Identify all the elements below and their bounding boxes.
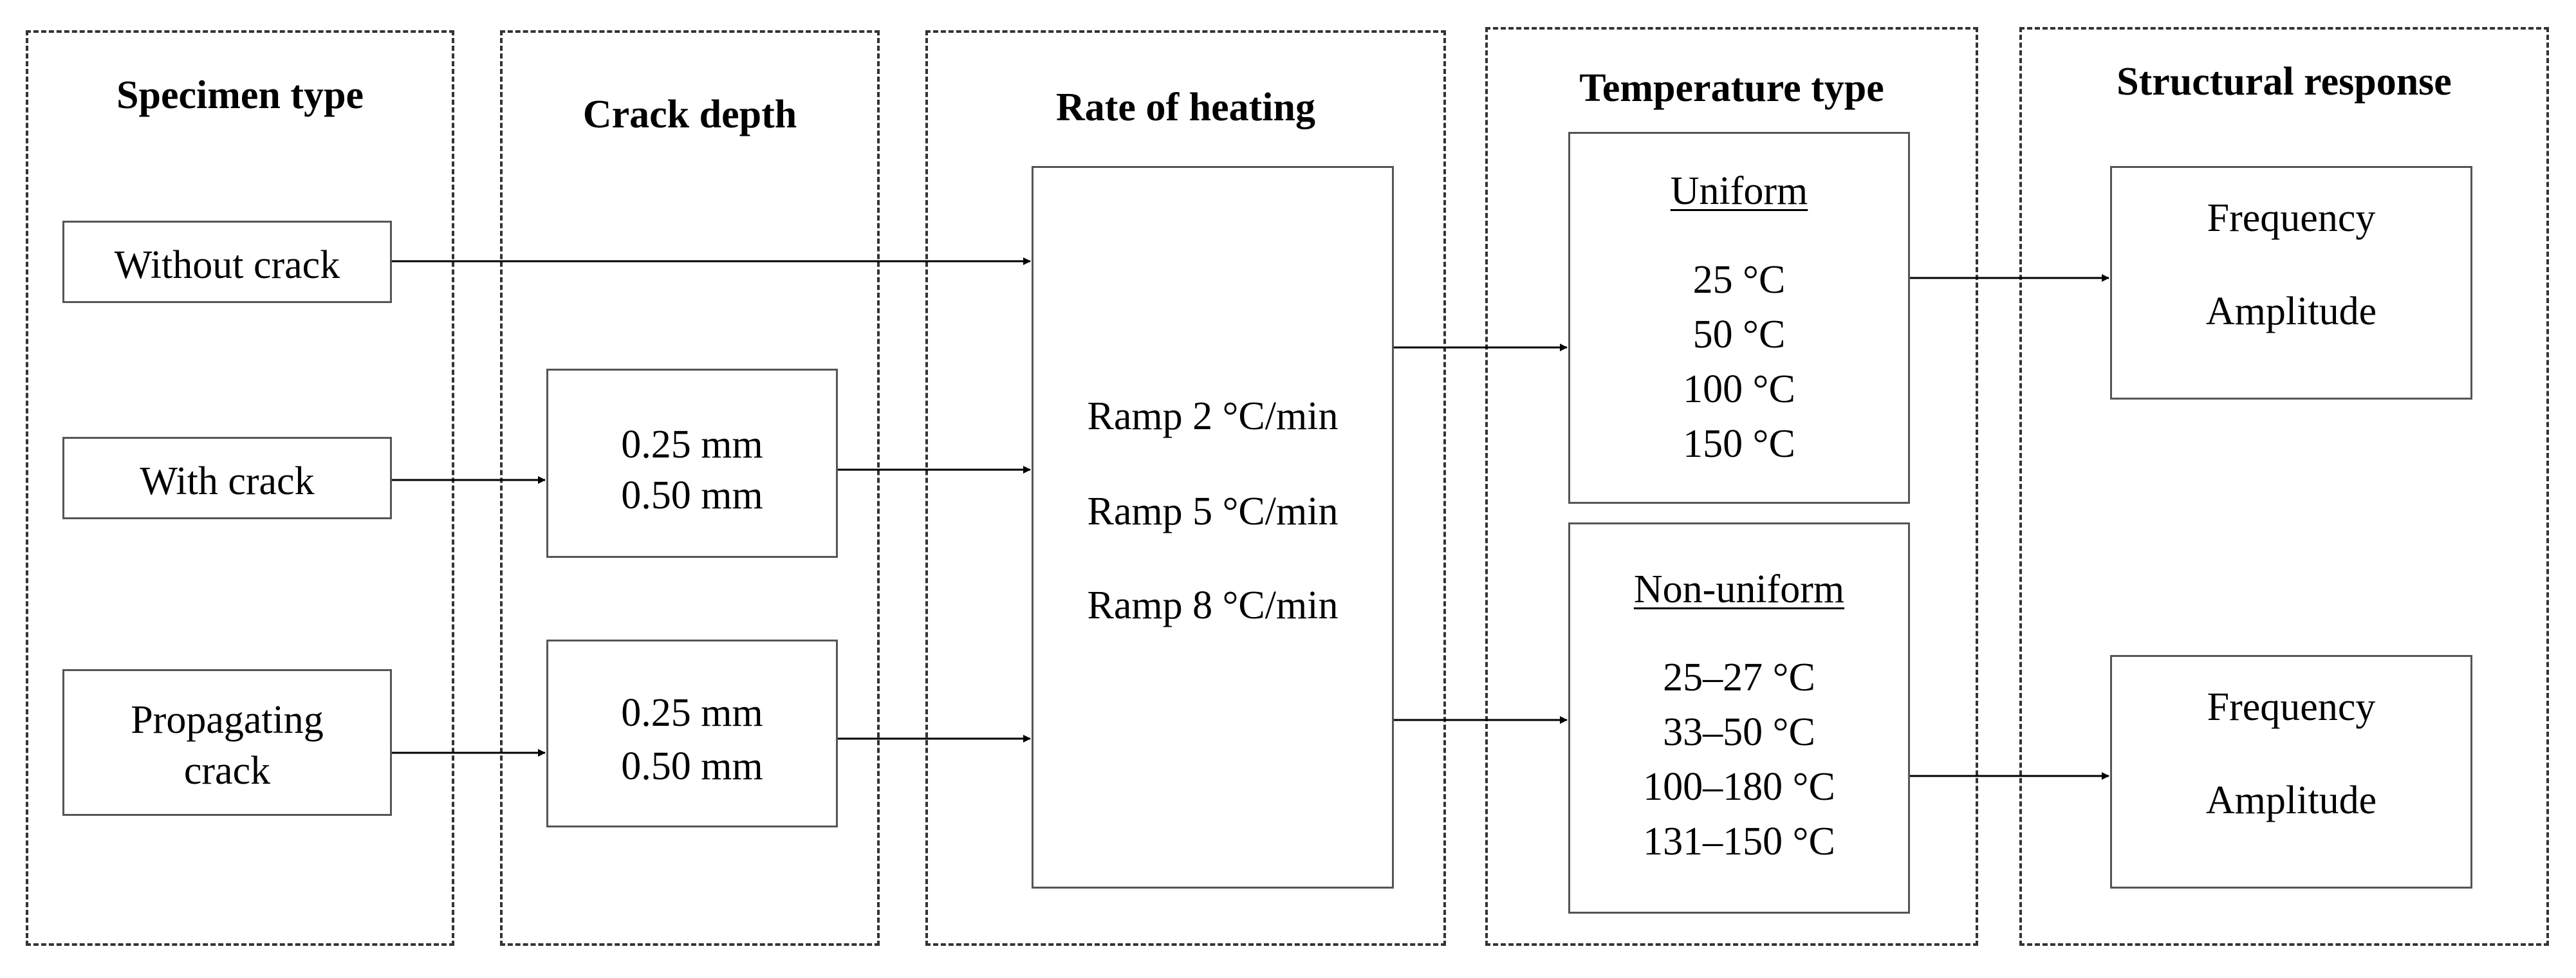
crack-depth-lower-value-1: 0.25 mm (621, 691, 763, 735)
column-temperature-type: Temperature type (1485, 27, 1978, 946)
heating-rate-3: Ramp 8 °C/min (1087, 584, 1339, 627)
column-specimen-type: Specimen type (26, 30, 454, 946)
temperature-uniform-value-1: 25 °C (1692, 258, 1786, 302)
temperature-uniform-heading: Uniform (1670, 169, 1808, 213)
temperature-nonuniform-value-3: 100–180 °C (1643, 765, 1835, 809)
specimen-with-crack-label: With crack (140, 459, 315, 503)
temperature-uniform-box: Uniform 25 °C 50 °C 100 °C 150 °C (1568, 132, 1910, 504)
temperature-uniform-value-2: 50 °C (1692, 313, 1786, 356)
temperature-nonuniform-box: Non-uniform 25–27 °C 33–50 °C 100–180 °C… (1568, 522, 1910, 914)
specimen-propagating-label-line2: crack (183, 749, 271, 793)
heating-rate-2: Ramp 5 °C/min (1087, 490, 1339, 533)
column-title-rate-of-heating: Rate of heating (1056, 86, 1315, 129)
temperature-uniform-value-3: 100 °C (1683, 367, 1795, 411)
column-crack-depth: Crack depth (500, 30, 880, 946)
crack-depth-upper-value-1: 0.25 mm (621, 423, 763, 466)
specimen-propagating-label-line1: Propagating (131, 698, 324, 742)
column-title-crack-depth: Crack depth (582, 93, 797, 136)
column-structural-response: Structural response (2019, 27, 2549, 946)
temperature-uniform-value-4: 150 °C (1683, 422, 1795, 466)
specimen-without-crack-box: Without crack (62, 221, 392, 303)
response-upper-amplitude: Amplitude (2205, 290, 2377, 333)
crack-depth-upper-box: 0.25 mm 0.50 mm (546, 369, 838, 558)
crack-depth-lower-box: 0.25 mm 0.50 mm (546, 640, 838, 827)
column-title-temperature-type: Temperature type (1579, 66, 1884, 110)
column-title-structural-response: Structural response (2117, 60, 2452, 104)
temperature-nonuniform-heading: Non-uniform (1633, 567, 1845, 611)
heating-rate-1: Ramp 2 °C/min (1087, 394, 1339, 438)
crack-depth-upper-value-2: 0.50 mm (621, 474, 763, 517)
response-upper-box: Frequency Amplitude (2110, 166, 2472, 400)
specimen-with-crack-box: With crack (62, 437, 392, 519)
crack-depth-lower-value-2: 0.50 mm (621, 744, 763, 788)
temperature-nonuniform-value-2: 33–50 °C (1663, 710, 1815, 754)
response-upper-frequency: Frequency (2207, 196, 2376, 240)
specimen-propagating-crack-box: Propagating crack (62, 669, 392, 816)
column-rate-of-heating: Rate of heating (925, 30, 1446, 946)
column-title-specimen-type: Specimen type (116, 73, 364, 117)
response-lower-box: Frequency Amplitude (2110, 655, 2472, 889)
response-lower-frequency: Frequency (2207, 685, 2376, 729)
specimen-without-crack-label: Without crack (114, 243, 340, 287)
response-lower-amplitude: Amplitude (2205, 779, 2377, 822)
temperature-nonuniform-value-4: 131–150 °C (1643, 820, 1835, 863)
heating-rates-box: Ramp 2 °C/min Ramp 5 °C/min Ramp 8 °C/mi… (1032, 166, 1394, 889)
temperature-nonuniform-value-1: 25–27 °C (1663, 656, 1815, 699)
